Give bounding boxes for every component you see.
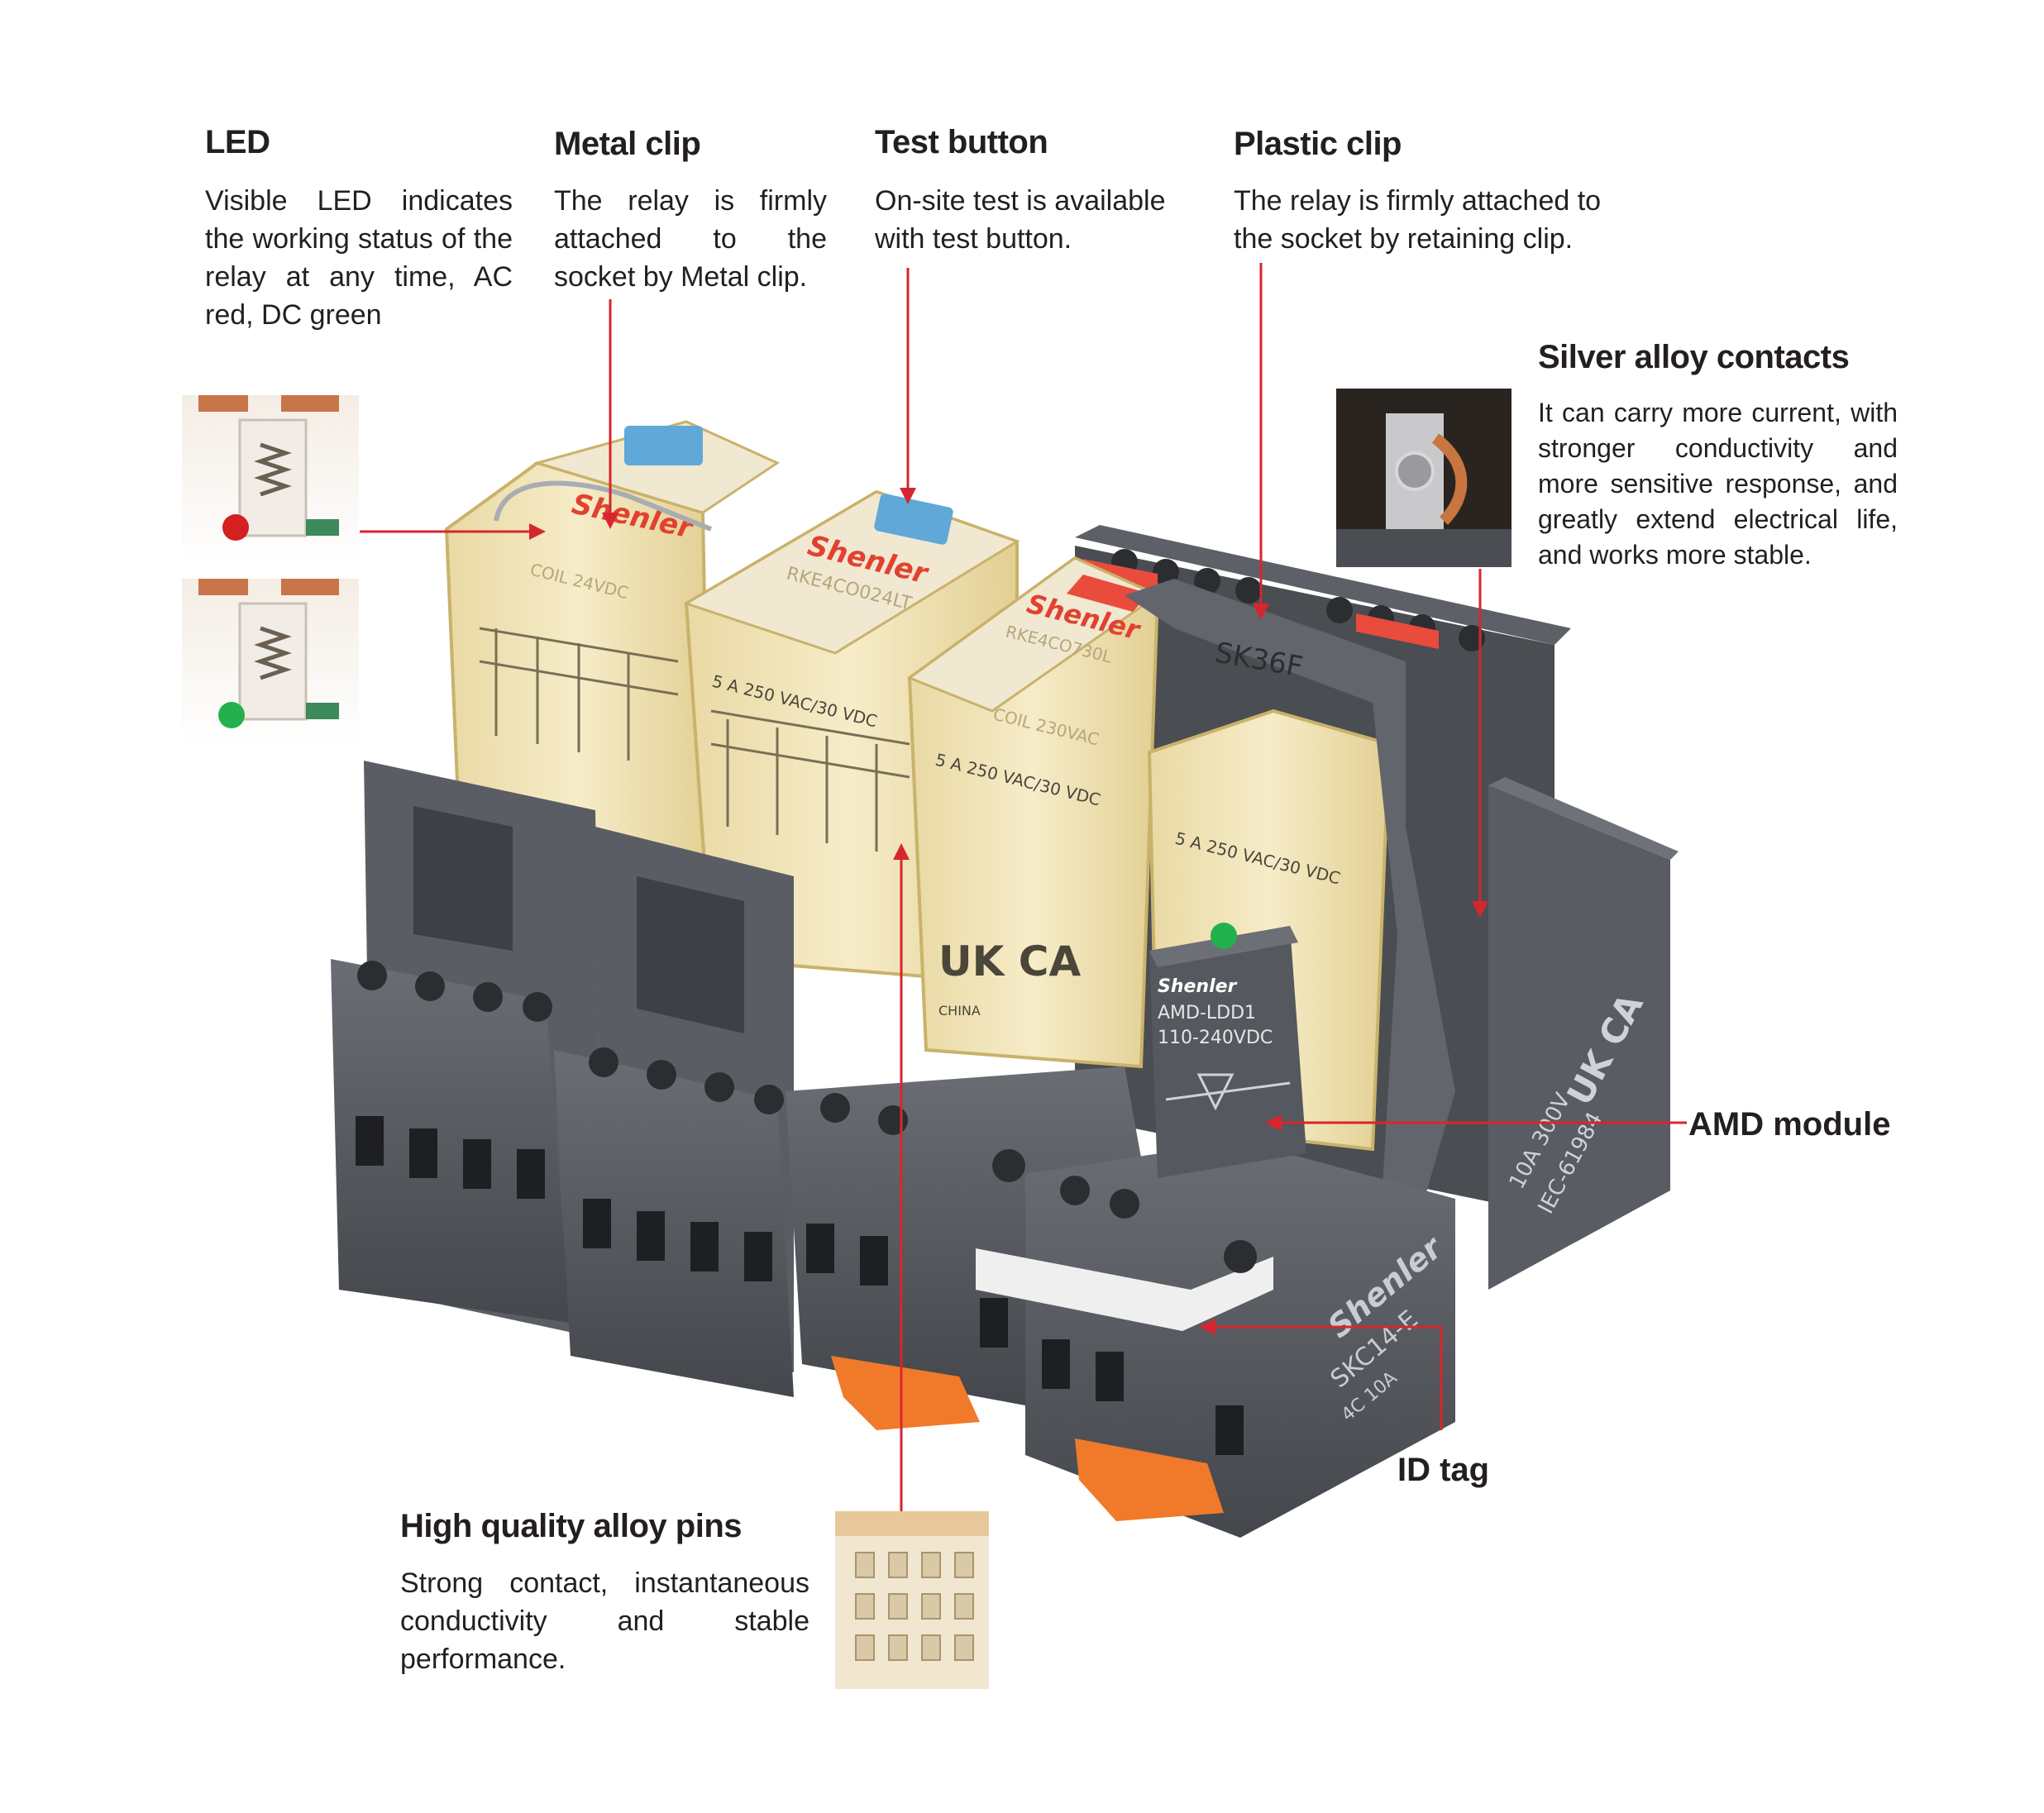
relay-3: Shenler RKE4CO730L COIL 230VAC 5 A 250 V… [906,556,1161,1069]
amd-voltage: 110-240VDC [1158,1028,1273,1048]
id-tag-strip [976,1248,1273,1331]
relay-2-test-button [874,494,953,545]
metal-clip-description: The relay is firmly attached to the sock… [554,185,827,293]
relay-3-origin: CHINA [938,1003,981,1019]
green-led-icon [218,702,245,728]
plastic-clip-description: The relay is firmly attached to the sock… [1234,185,1602,255]
id-tag-label: ID tag [1397,1452,1490,1488]
led-description: Visible LED indicates the working status… [205,185,513,331]
plastic-clip-title: Plastic clip [1234,126,1402,162]
metal-clip-wire [494,480,713,532]
alloy-pins-title: High quality alloy pins [400,1508,743,1544]
silver-contacts-description: It can carry more current, with stronger… [1538,398,1898,570]
alloy-pins-description: Strong contact, instantaneous conductivi… [400,1567,809,1675]
orange-latch-2 [1075,1438,1224,1521]
relay-1-test-button [624,426,703,465]
socket-block-1 [331,761,604,1339]
silver-contact-closeup-thumbnail [1336,389,1512,567]
relay-internal-red-led-thumbnail [182,395,359,565]
metal-clip-title: Metal clip [554,126,701,162]
amd-brand: Shenler [1158,976,1238,997]
amd-module-label: AMD module [1688,1106,1891,1143]
callout-lines [360,263,1687,1517]
orange-latch-1 [831,1356,980,1430]
socket-block-4: Shenler SKC14-E 4C 10A [976,1141,1455,1538]
relay-internal-green-led-thumbnail [182,579,359,744]
amd-module: Shenler AMD-LDD1 110-240VDC [1149,923,1306,1178]
relay-pins-closeup-thumbnail [835,1511,989,1689]
led-title: LED [205,124,270,160]
amd-led [1211,923,1237,949]
relay-3-marks: UK CA [938,938,1081,985]
test-button-description: On-site test is available with test butt… [875,185,1166,255]
test-button-title: Test button [875,124,1048,160]
amd-model: AMD-LDD1 [1158,1003,1256,1023]
callout-arrowheads [529,488,1488,1335]
silver-contacts-title: Silver alloy contacts [1538,339,1850,375]
red-led-icon [222,514,249,541]
socket-block-2 [554,827,794,1397]
right-socket-block: 10A 300V IEC-61984 UK CA [1488,777,1679,1290]
